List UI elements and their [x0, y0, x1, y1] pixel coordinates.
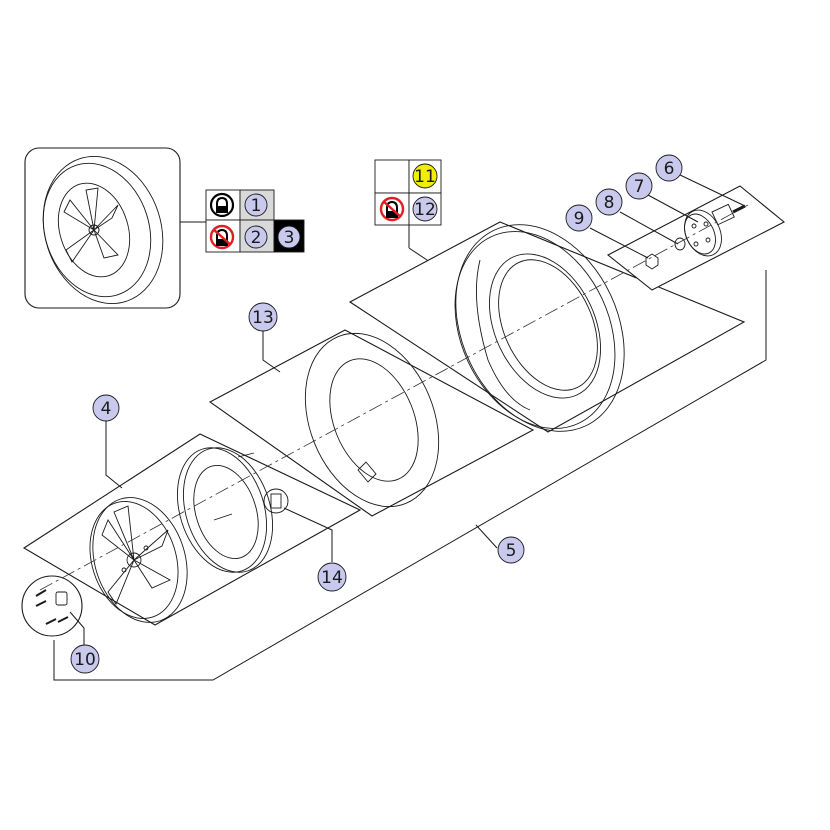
svg-text:4: 4: [101, 399, 112, 419]
axis-centerline: [39, 204, 749, 591]
callout-9[interactable]: 9: [565, 204, 593, 232]
callout-4[interactable]: 4: [92, 394, 120, 422]
inner-tube-panel: [208, 329, 535, 517]
tyre-panel: [348, 221, 746, 433]
legend-table-left: 1 2 3: [205, 189, 305, 253]
svg-text:9: 9: [574, 209, 585, 229]
callout-11[interactable]: 11: [412, 163, 438, 189]
svg-text:5: 5: [506, 541, 517, 561]
callout-6[interactable]: 6: [655, 154, 683, 182]
padlock-icon: [209, 192, 235, 218]
svg-text:12: 12: [414, 200, 436, 220]
callout-14[interactable]: 14: [317, 562, 347, 592]
svg-text:6: 6: [664, 159, 675, 179]
callout-8[interactable]: 8: [595, 188, 623, 216]
no-padlock-icon: [379, 196, 405, 222]
wheel-rim-panel: [22, 420, 362, 626]
leader-6: [677, 173, 746, 207]
callout-1[interactable]: 1: [244, 193, 268, 217]
main-frame-line: [53, 270, 767, 681]
svg-text:2: 2: [251, 228, 262, 248]
legend-table-right: 11 12: [374, 159, 442, 263]
small-parts-detail: [21, 575, 85, 645]
hub-panel: [606, 185, 785, 291]
svg-text:8: 8: [604, 193, 615, 213]
wheel-thumbnail: [24, 147, 206, 309]
callout-7[interactable]: 7: [625, 172, 653, 200]
callout-10[interactable]: 10: [70, 644, 100, 674]
svg-text:7: 7: [634, 177, 645, 197]
no-padlock-icon: [209, 224, 235, 250]
callout-13[interactable]: 13: [248, 302, 278, 332]
svg-text:11: 11: [414, 167, 436, 187]
callout-2[interactable]: 2: [244, 225, 268, 249]
svg-text:10: 10: [74, 650, 96, 670]
svg-text:3: 3: [284, 228, 295, 248]
leader-7: [647, 194, 699, 223]
leader-9: [589, 227, 649, 259]
leader-5: [475, 524, 498, 549]
leader-8: [619, 211, 679, 245]
svg-text:13: 13: [252, 308, 274, 328]
callout-3[interactable]: 3: [277, 225, 301, 249]
callout-5[interactable]: 5: [497, 536, 525, 564]
callout-12[interactable]: 12: [412, 196, 438, 222]
svg-text:1: 1: [251, 196, 262, 216]
svg-text:14: 14: [321, 568, 343, 588]
